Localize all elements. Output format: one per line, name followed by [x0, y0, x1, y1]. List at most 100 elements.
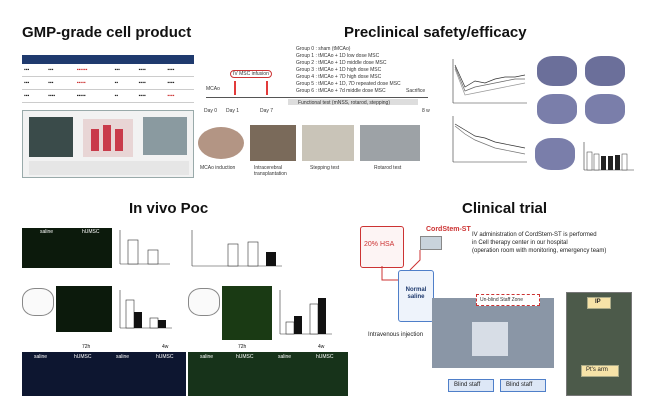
label-husmsc-bl2: hUMSC: [156, 354, 174, 360]
caption-rotarod: Rotarod test: [374, 165, 402, 171]
label-saline-top: saline: [40, 229, 54, 235]
surgery-photo: [250, 125, 296, 161]
label-saline-bl1: saline: [34, 354, 48, 360]
clinical-note: IV administration of CordStem-ST is perf…: [472, 232, 632, 262]
invivo-bar-graph-4: [276, 288, 336, 342]
cell-product-photo: [29, 117, 73, 157]
iv-msc-infusion-label: IV MSC infusion: [230, 70, 272, 78]
invivo-section-title: In vivo Poc: [129, 200, 209, 217]
caption-intracerebral: Intracerebral transplantation: [254, 165, 287, 177]
clinical-note-line-2: in Cell therapy center in our hospital: [472, 240, 568, 246]
cordstem-vial: [420, 236, 442, 250]
normal-saline-bag: Normal saline: [398, 270, 434, 322]
mcao-label: MCAo: [206, 86, 220, 92]
brain-outline-left: [22, 288, 54, 316]
preclinical-bar-graph: [580, 140, 636, 174]
hsa-bag: 20% HSA: [360, 226, 404, 268]
bar-graph-svg: [583, 142, 634, 171]
week8-label: 8 w: [422, 108, 430, 114]
line-graph-1-svg: [452, 59, 527, 104]
invivo-micrograph-bottom-left: 72h 4w saline hUMSC saline hUMSC: [22, 344, 186, 396]
functional-test-label: Functional test (mNSS, rotarod, stepping…: [298, 100, 390, 106]
invivo-bar-graph-1-svg: [119, 230, 170, 265]
pts-arm-label: Pt's arm: [586, 367, 608, 373]
label-saline-bl2: saline: [116, 354, 130, 360]
brain-section-5: [535, 138, 575, 170]
clinical-section-title: Clinical trial: [462, 200, 548, 217]
normal-saline-label: Normal saline: [405, 287, 427, 300]
blind-staff-label-2: Blind staff: [506, 382, 533, 388]
ip-label: IP: [595, 299, 601, 305]
invivo-bar-graph-3-svg: [119, 290, 172, 329]
vials-photo: [83, 119, 133, 157]
clinical-note-line-3: (operation room with monitoring, emergen…: [472, 248, 607, 254]
hsa-label: 20% HSA: [364, 241, 395, 248]
day0-label: Day 0: [204, 108, 218, 114]
blind-staff-box-1: Blind staff: [448, 379, 494, 392]
patient-figure: [472, 322, 508, 356]
invivo-bar-graph-4-svg: [279, 290, 332, 335]
label-4w-right: 4w: [318, 344, 325, 350]
ip-box: IP: [587, 297, 611, 309]
dosing-group-list: Group 0 : sham (tMCAo) Group 1 : tMCAo +…: [198, 46, 438, 106]
label-husmsc-br1: hUMSC: [236, 354, 254, 360]
invivo-bar-graph-2-svg: [191, 230, 282, 267]
group-2: Group 2 : tMCAo + 1D middle dose MSC: [296, 60, 387, 66]
day1-label: Day 1: [226, 108, 240, 114]
group-4: Group 4 : tMCAo + 7D high dose MSC: [296, 74, 382, 80]
study-timeline: IV MSC infusion MCAo Functional test (mN…: [198, 70, 438, 122]
group-5: Group 5 : tMCAo + 1D, 7D repeated dose M…: [296, 81, 401, 87]
day7-label: Day 7: [260, 108, 274, 114]
invivo-micrograph-top: saline hUMSC: [22, 228, 112, 268]
infusion-photo: IP Pt's arm: [566, 292, 632, 396]
invivo-bar-graph-2: [186, 228, 286, 274]
unblind-zone-label: Un-blind Staff Zone: [480, 297, 523, 303]
brain-section-4: [585, 94, 625, 124]
brain-section-grid: [535, 56, 631, 136]
functional-test-bar: [288, 99, 418, 105]
preclinical-line-graph-2: [445, 114, 529, 168]
preclinical-photo-row: MCAo induction Intracerebral transplanta…: [198, 125, 438, 177]
caption-stepping: Stepping test: [310, 165, 340, 171]
pts-arm-box: Pt's arm: [581, 365, 619, 377]
gmp-caption-row: [29, 161, 189, 175]
label-husmsc-br2: hUMSC: [316, 354, 334, 360]
group-1: Group 1 : tMCAo + 1D low dose MSC: [296, 53, 380, 59]
gmp-process-table: ▪▪▪▪▪▪▪▪▪▪▪▪▪▪▪▪▪▪▪▪▪▪▪ ▪▪▪▪▪▪▪▪▪▪▪▪▪▪▪▪…: [22, 55, 194, 107]
clinical-note-line-1: IV administration of CordStem-ST is perf…: [472, 232, 597, 238]
label-husmsc-bl1: hUMSC: [74, 354, 92, 360]
line-graph-2-svg: [452, 116, 527, 163]
unblind-zone-box: Un-blind Staff Zone: [476, 294, 540, 306]
invivo-bar-graph-1: [116, 228, 172, 272]
brain-section-3: [537, 94, 577, 124]
label-saline-br1: saline: [200, 354, 214, 360]
label-72h-right: 72h: [238, 344, 247, 350]
label-husmsc-top: hUMSC: [82, 229, 100, 235]
label-saline-br2: saline: [278, 354, 292, 360]
caption-mcao-induction: MCAo induction: [200, 165, 236, 171]
timeline-axis: [206, 97, 428, 98]
blind-staff-box-2: Blind staff: [500, 379, 546, 392]
flow-lines: [381, 250, 421, 281]
label-4w-left: 4w: [162, 344, 169, 350]
preclinical-line-graph-1: [445, 57, 529, 109]
day7-arrow: [266, 81, 268, 95]
sacrifice-label: Sacrifice: [406, 88, 426, 94]
gmp-section-title: GMP-grade cell product: [22, 24, 192, 41]
storage-photo: [143, 117, 187, 155]
cordstem-product: CordStem-ST: [416, 226, 471, 250]
preclinical-section-title: Preclinical safety/efficacy: [344, 24, 527, 41]
stepping-test-photo: [302, 125, 354, 161]
brain-photo: [198, 127, 244, 159]
brain-section-2: [585, 56, 625, 86]
invivo-micrograph-bottom-right: 72h 4w saline hUMSC saline hUMSC: [188, 344, 348, 396]
brain-outline-right: [188, 288, 220, 316]
group-6: Group 6 : tMCAo + 7d middle dose MSC: [296, 88, 386, 94]
group-0: Group 0 : sham (tMCAo): [296, 46, 351, 52]
group-3: Group 3 : tMCAo + 1D high dose MSC: [296, 67, 382, 73]
invivo-micrograph-mid-left: [56, 286, 112, 332]
invivo-micrograph-mid-right: [222, 286, 272, 340]
operation-room-photo: [432, 298, 554, 368]
day1-arrow: [234, 81, 236, 95]
invivo-bar-graph-3: [116, 288, 176, 334]
